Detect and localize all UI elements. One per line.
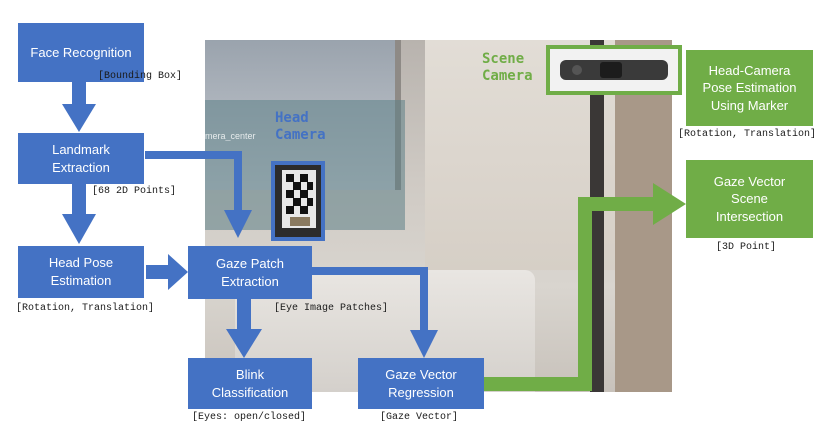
arrow-landmark-to-headpose [62, 184, 96, 244]
label-rotation-translation-right: [Rotation, Translation] [678, 129, 817, 140]
scene-camera-label: Scene Camera [482, 51, 533, 84]
label-eye-image-patches: [Eye Image Patches] [274, 303, 389, 314]
arrow-gazepatch-to-blink [226, 299, 262, 358]
arrow-regression-to-intersection [484, 183, 686, 391]
arrow-headpose-to-gazepatch [146, 254, 188, 290]
label-3d-point: [3D Point] [716, 242, 777, 253]
label-bounding-box: [Bounding Box] [98, 71, 183, 82]
head-camera-marker [282, 170, 316, 228]
gaze-vector-regression-box: Gaze Vector Regression [358, 358, 484, 409]
head-pose-estimation-box: Head Pose Estimation [18, 246, 144, 298]
label-rotation-translation-left: [Rotation, Translation] [16, 303, 155, 314]
photo-pole [590, 40, 604, 392]
label-gaze-vector: [Gaze Vector] [380, 412, 459, 423]
head-camera-label: Head Camera [275, 110, 326, 143]
gaze-patch-extraction-box: Gaze Patch Extraction [188, 246, 312, 299]
photo-monitor-text: mera_center [205, 131, 256, 141]
label-eyes-open-closed: [Eyes: open/closed] [192, 412, 307, 423]
arrow-face-to-landmark [62, 82, 96, 132]
face-recognition-box: Face Recognition [18, 23, 144, 82]
gaze-vector-scene-box: Gaze Vector Scene Intersection [686, 160, 813, 238]
arrow-gazepatch-to-regression [312, 267, 438, 358]
label-68-points: [68 2D Points] [92, 186, 177, 197]
scene-camera-device [560, 60, 668, 80]
blink-classification-box: Blink Classification [188, 358, 312, 409]
landmark-extraction-box: Landmark Extraction [18, 133, 144, 184]
head-camera-pose-box: Head-Camera Pose Estimation Using Marker [686, 50, 813, 126]
arrow-landmark-to-gazepatch [145, 151, 252, 238]
